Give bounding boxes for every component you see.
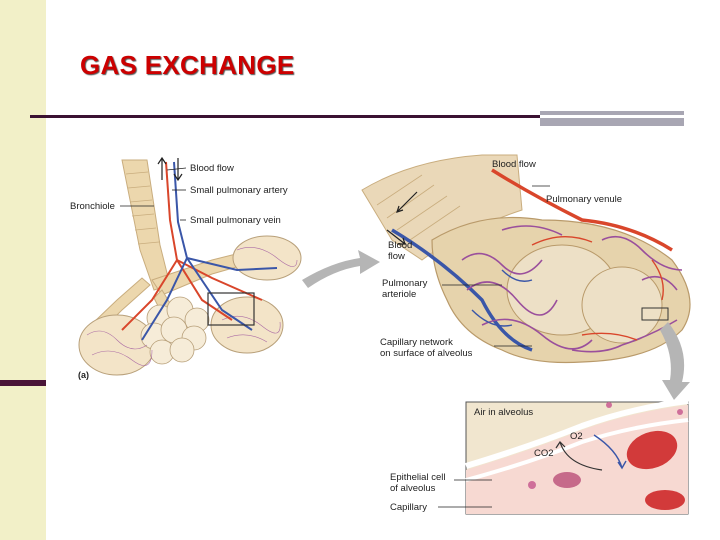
label-blood-flow-c-1: Blood [388, 240, 412, 251]
label-capillary: Capillary [390, 502, 427, 513]
left-strip-bar [0, 380, 46, 386]
panel-c-inset [465, 398, 689, 515]
label-capillary-network-2: on surface of alveolus [380, 348, 473, 359]
gas-exchange-figure: (a) Blood flow Small pulmonary artery Sm… [62, 150, 702, 516]
panel-a-label: (a) [78, 370, 89, 380]
label-pulmonary-arteriole-2: arteriole [382, 289, 416, 300]
zoom-arrow-2 [660, 322, 690, 400]
label-small-pulmonary-artery: Small pulmonary artery [190, 185, 288, 196]
label-co2: CO2 [534, 448, 554, 459]
label-bronchiole: Bronchiole [70, 201, 115, 212]
label-small-pulmonary-vein: Small pulmonary vein [190, 215, 281, 226]
label-air-in-alveolus: Air in alveolus [474, 407, 533, 418]
label-blood-flow-c-2: flow [388, 251, 405, 262]
slide-title: GAS EXCHANGE [80, 50, 295, 80]
panel-a-bronchiole-tree: (a) [78, 156, 302, 380]
title-divider-accent-lower [540, 118, 684, 126]
left-accent-strip [0, 0, 46, 540]
label-epithelial-cell-2: of alveolus [390, 483, 436, 494]
zoom-arrow-1 [302, 250, 380, 288]
title-divider [30, 115, 540, 118]
label-pulmonary-arteriole-1: Pulmonary [382, 278, 428, 289]
label-blood-flow-a: Blood flow [190, 163, 234, 174]
title-divider-accent [540, 111, 684, 115]
label-o2: O2 [570, 431, 583, 442]
panel-b-alveolus [361, 154, 691, 364]
label-capillary-network-1: Capillary network [380, 337, 453, 348]
label-blood-flow-b: Blood flow [492, 159, 536, 170]
label-epithelial-cell-1: Epithelial cell [390, 472, 445, 483]
label-pulmonary-venule: Pulmonary venule [546, 194, 622, 205]
